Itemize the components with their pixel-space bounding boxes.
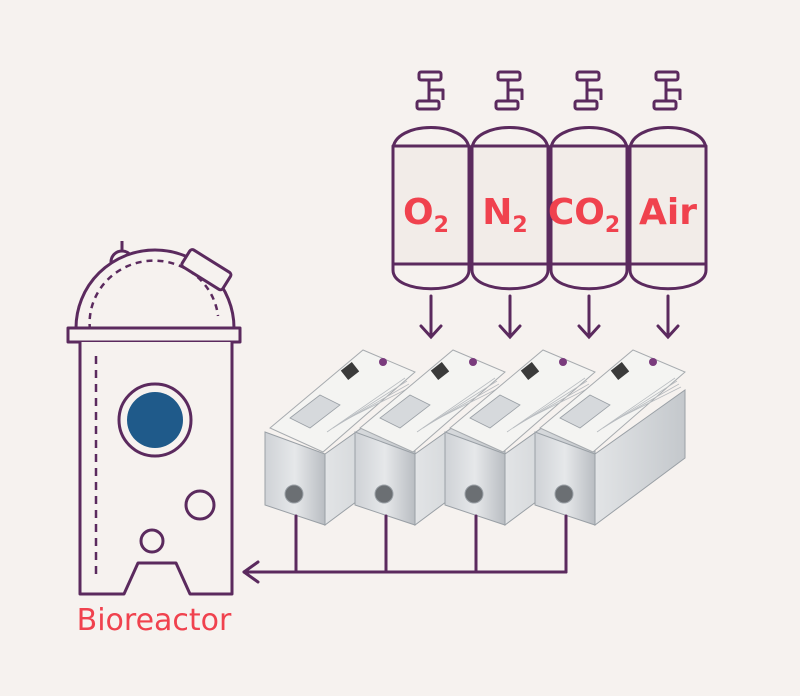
manifold-pipe	[242, 514, 568, 584]
down-arrow-icon	[419, 294, 443, 340]
gas-cylinders: O2 N2 CO2 Air	[391, 70, 708, 291]
flow-arrows	[419, 294, 680, 340]
bioreactor-label: Bioreactor	[77, 603, 232, 638]
gas-cylinder-2: CO2	[548, 70, 629, 291]
gas-label-2: CO2	[548, 192, 620, 238]
valve-icon	[652, 70, 682, 111]
gas-cylinder-3: Air	[628, 70, 708, 291]
valve-icon	[494, 70, 524, 111]
gas-label-1: N2	[482, 192, 527, 238]
valve-icon	[573, 70, 603, 111]
gas-cylinder-0: O2	[391, 70, 471, 291]
down-arrow-icon	[656, 294, 680, 340]
down-arrow-icon	[577, 294, 601, 340]
bioreactor-vessel-icon	[66, 241, 242, 596]
gas-cylinder-1: N2	[470, 70, 550, 291]
mass-flow-controllers	[264, 349, 686, 526]
down-arrow-icon	[498, 294, 522, 340]
mass-flow-controller-icon	[534, 349, 686, 526]
valve-icon	[415, 70, 445, 111]
gas-label-0: O2	[403, 192, 449, 238]
gas-label-3: Air	[639, 192, 697, 233]
